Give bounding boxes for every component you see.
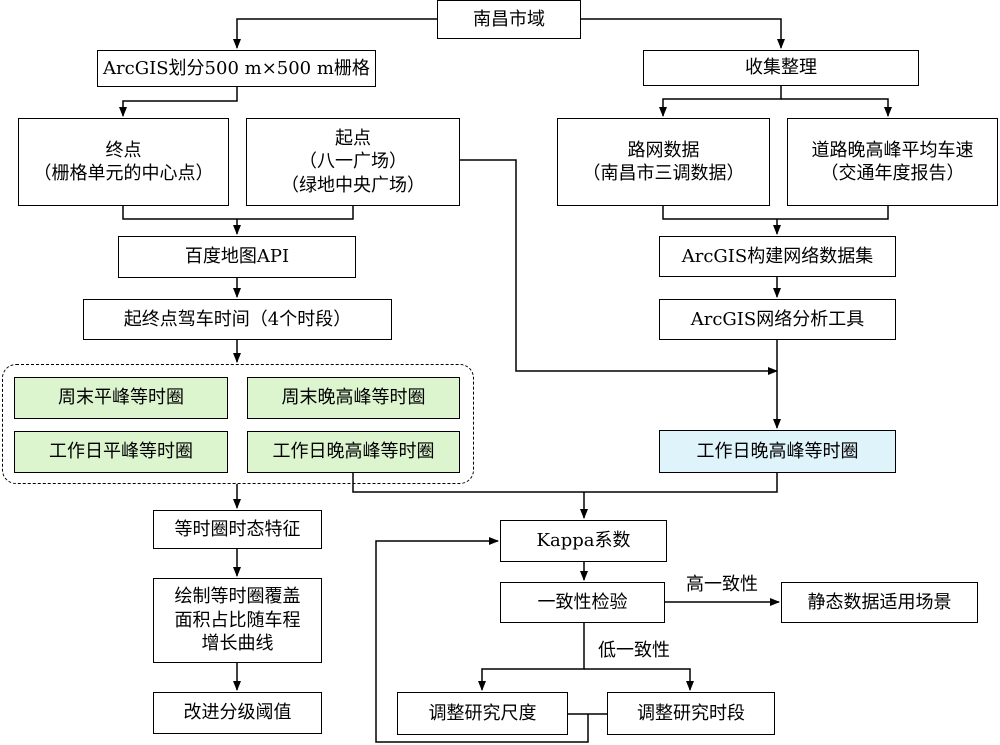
node-nanchang: 南昌市域 [437,0,581,39]
node-network-tool: ArcGIS网络分析工具 [659,299,896,340]
node-adjust-period: 调整研究时段 [607,692,775,735]
isochrone-group [2,364,474,484]
node-iso-features: 等时圈时态特征 [153,510,322,549]
node-network-dataset: ArcGIS构建网络数据集 [659,236,896,277]
node-drive-time: 起终点驾车时间（4个时段） [83,299,392,340]
node-consistency: 一致性检验 [500,582,665,623]
node-weekend-peak: 周末晚高峰等时圈 [247,377,460,419]
node-static-scene: 静态数据适用场景 [781,582,978,623]
node-workday-flat: 工作日平峰等时圈 [14,431,228,473]
node-road-data: 路网数据 （南昌市三调数据） [557,118,770,206]
node-curve: 绘制等时圈覆盖 面积占比随车程 增长曲线 [153,578,322,663]
node-startpoint: 起点 （八一广场） （绿地中央广场） [246,118,460,206]
node-adjust-scale: 调整研究尺度 [397,692,568,735]
node-baidu-api: 百度地图API [118,236,356,278]
node-speed-data: 道路晚高峰平均车速 （交通年度报告） [787,118,998,206]
node-endpoint: 终点 （栅格单元的中心点） [18,118,229,206]
node-arcgis-grid: ArcGIS划分500 m×500 m栅格 [97,50,376,87]
edge-label-low: 低一致性 [598,640,670,661]
node-workday-peak-static: 工作日晚高峰等时圈 [659,430,896,473]
node-collect: 收集整理 [643,50,919,86]
edge-label-high: 高一致性 [686,574,758,595]
node-weekend-flat: 周末平峰等时圈 [14,377,228,419]
node-workday-peak: 工作日晚高峰等时圈 [247,431,460,473]
node-kappa: Kappa系数 [500,520,667,562]
node-threshold: 改进分级阈值 [153,692,322,734]
